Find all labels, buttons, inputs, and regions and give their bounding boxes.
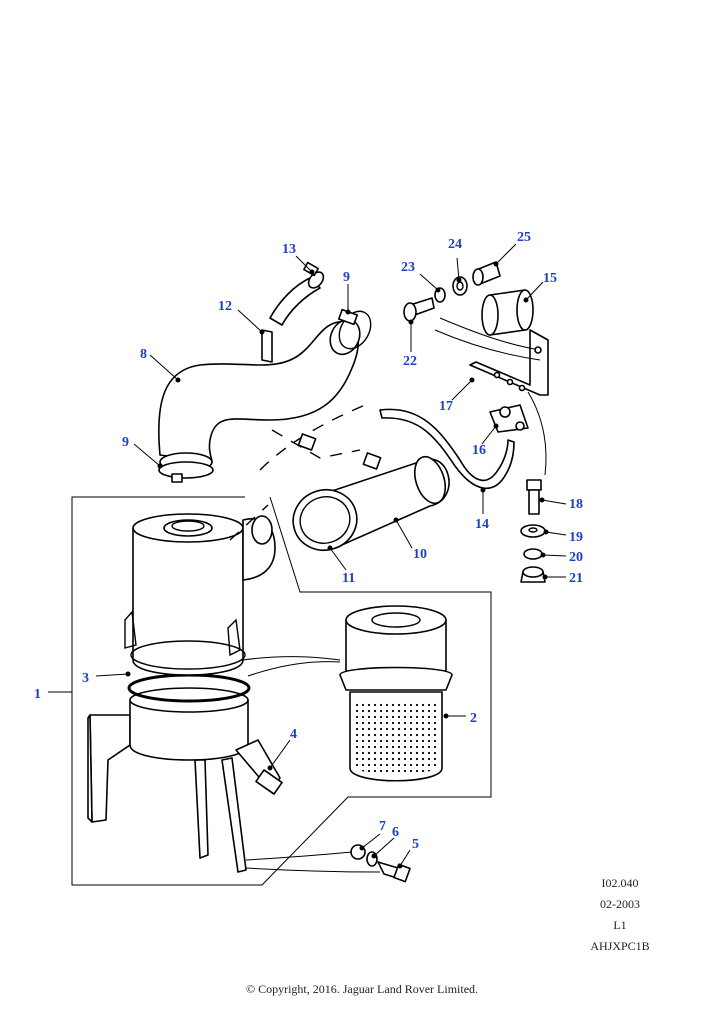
callout-15[interactable]: 15 <box>543 271 557 286</box>
callout-1[interactable]: 1 <box>34 687 41 702</box>
callout-6[interactable]: 6 <box>392 825 399 840</box>
illustration-reference: AHJXPC1B <box>590 939 650 953</box>
callout-5[interactable]: 5 <box>412 837 419 852</box>
copyright-notice: © Copyright, 2016. Jaguar Land Rover Lim… <box>245 982 479 996</box>
callout-19[interactable]: 19 <box>569 530 583 545</box>
callout-8[interactable]: 8 <box>140 347 147 362</box>
callout-7[interactable]: 7 <box>379 819 386 834</box>
washer-24 <box>452 276 468 296</box>
callout-24[interactable]: 24 <box>448 237 462 252</box>
canister-15 <box>481 289 534 336</box>
illustration-code: I02.040 <box>601 876 639 890</box>
leader-lines <box>48 243 567 869</box>
callout-4[interactable]: 4 <box>290 727 297 742</box>
callout-25[interactable]: 25 <box>517 230 531 245</box>
breather-pipe <box>379 408 515 490</box>
callout-20[interactable]: 20 <box>569 550 583 565</box>
callout-9-upper[interactable]: 9 <box>343 270 350 285</box>
callout-10[interactable]: 10 <box>413 547 427 562</box>
bolt-18 <box>526 479 542 515</box>
nut-21 <box>520 566 546 583</box>
assembly-frame <box>71 496 492 886</box>
callout-14[interactable]: 14 <box>475 517 489 532</box>
callout-9-lower[interactable]: 9 <box>122 435 129 450</box>
mounting-bracket <box>434 317 549 476</box>
washer-19 <box>520 524 546 538</box>
joint-clip <box>297 433 382 470</box>
filter-element <box>339 605 453 782</box>
callout-18[interactable]: 18 <box>569 497 583 512</box>
callout-11[interactable]: 11 <box>342 571 355 586</box>
illustration-date: 02-2003 <box>600 897 640 911</box>
bolt-22 <box>403 297 435 322</box>
illustration-level: L1 <box>613 918 627 932</box>
air-cleaner-body <box>87 513 341 873</box>
callout-21[interactable]: 21 <box>569 571 583 586</box>
breather-hose <box>261 261 325 363</box>
callout-12[interactable]: 12 <box>218 299 232 314</box>
callout-labels: 1 2 3 4 5 6 7 8 9 9 10 11 12 13 14 15 16… <box>34 230 583 852</box>
washer-20 <box>523 548 543 560</box>
callout-3[interactable]: 3 <box>82 671 89 686</box>
callout-16[interactable]: 16 <box>472 443 486 458</box>
callout-17[interactable]: 17 <box>439 399 453 414</box>
callout-2[interactable]: 2 <box>470 711 477 726</box>
fasteners-5-7 <box>245 844 411 883</box>
spacer-25 <box>472 261 501 286</box>
callout-13[interactable]: 13 <box>282 242 296 257</box>
callout-22[interactable]: 22 <box>403 354 417 369</box>
callout-23[interactable]: 23 <box>401 260 415 275</box>
intake-pipe <box>292 455 450 551</box>
